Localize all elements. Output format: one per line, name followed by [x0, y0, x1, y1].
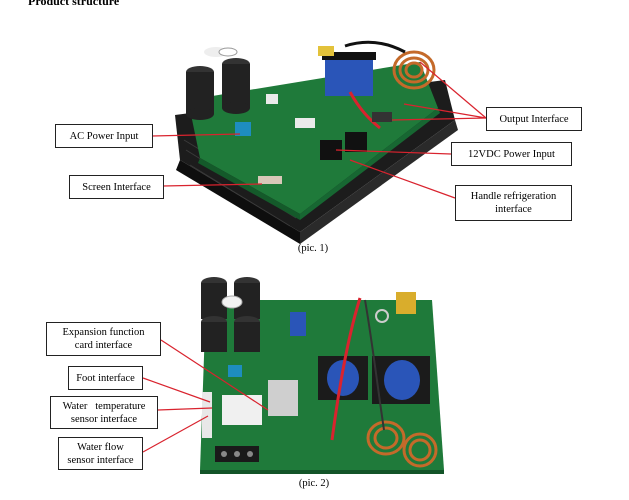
label-ac-power-input: AC Power Input: [55, 124, 153, 148]
label-handle-refrigeration-line1: Handle refrigeration: [470, 191, 557, 202]
label-foot-interface-text: Foot interface: [76, 372, 135, 384]
figure2-caption: (pic. 2): [298, 478, 330, 489]
copper-inductor: [392, 50, 436, 90]
label-water-temperature-sensor-interface: Water temperature sensor interface: [50, 396, 158, 429]
label-screen-interface: Screen Interface: [69, 175, 164, 199]
label-handle-refrigeration-line2: interface: [495, 204, 532, 215]
label-screen-interface-text: Screen Interface: [82, 181, 151, 193]
copper-coils-2: [366, 420, 438, 468]
label-water-temp-line2: sensor interface: [70, 413, 138, 425]
label-water-flow-sensor-interface: Water flow sensor interface: [58, 437, 143, 470]
figure1-caption: (pic. 1): [297, 243, 329, 254]
capacitors: [186, 47, 250, 120]
label-water-temp-line1: Water temperature: [62, 400, 146, 412]
section-heading: Product structure: [28, 0, 120, 8]
label-water-flow-line2: sensor interface: [67, 454, 134, 466]
label-12vdc-power-input-text: 12VDC Power Input: [468, 148, 555, 160]
label-output-interface: Output Interface: [486, 107, 582, 131]
label-expansion-card-interface: Expansion function card interface: [46, 322, 161, 356]
label-expansion-line1: Expansion function: [62, 327, 145, 338]
label-expansion-line2: card interface: [74, 340, 133, 351]
label-ac-power-input-text: AC Power Input: [69, 130, 139, 142]
label-12vdc-power-input: 12VDC Power Input: [451, 142, 572, 166]
capacitors-2: [201, 277, 260, 352]
label-output-interface-text: Output Interface: [499, 113, 569, 125]
label-foot-interface: Foot interface: [68, 366, 143, 390]
label-handle-refrigeration-interface: Handle refrigeration interface: [455, 185, 572, 221]
label-water-flow-line1: Water flow: [77, 441, 124, 453]
pcb-board: [188, 62, 438, 214]
